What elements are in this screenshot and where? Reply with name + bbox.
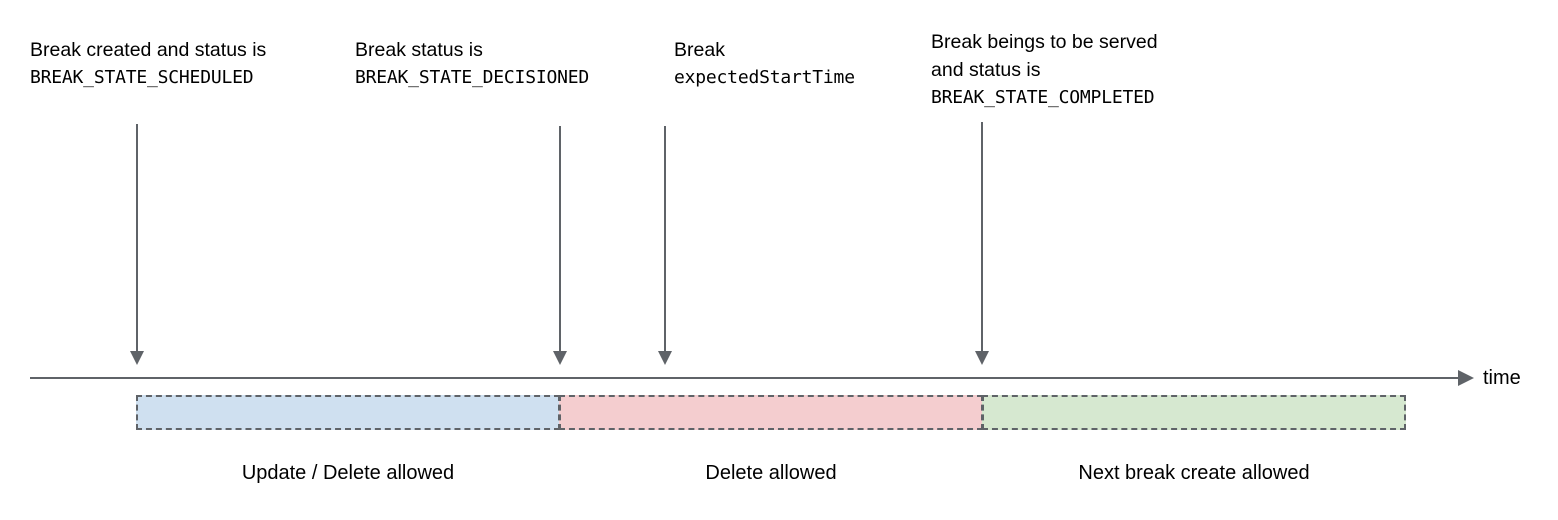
annotation-break-completed: Break beings to be served and status is … [931, 28, 1158, 112]
annotation-break-created: Break created and status is BREAK_STATE_… [30, 36, 266, 92]
time-axis-label: time [1483, 367, 1521, 389]
annotation-break-decisioned: Break status is BREAK_STATE_DECISIONED [355, 36, 589, 92]
phase-bar-next-break-create [982, 395, 1406, 430]
annotation-break-expected-start: Break expectedStartTime [674, 36, 855, 92]
annotation-line-state: BREAK_STATE_SCHEDULED [30, 67, 254, 88]
time-axis-line [30, 377, 1470, 379]
phase-bar-delete-only [559, 395, 983, 430]
connector-arrow-down-icon [136, 124, 138, 352]
annotation-line-text: and status is [931, 59, 1041, 81]
annotation-line-text: Break status is [355, 39, 483, 61]
annotation-line-text: Break beings to be served [931, 31, 1158, 53]
phase-caption-update-delete: Update / Delete allowed [241, 462, 455, 484]
annotation-line-state: BREAK_STATE_COMPLETED [931, 87, 1155, 108]
phase-caption-next-break-create: Next break create allowed [1078, 462, 1310, 484]
annotation-line-state: BREAK_STATE_DECISIONED [355, 67, 590, 88]
annotation-line-state: expectedStartTime [674, 67, 855, 88]
annotation-line-text: Break [674, 39, 725, 61]
annotation-line-text: Break created and status is [30, 39, 267, 61]
connector-arrow-down-icon [981, 122, 983, 352]
time-axis-arrow-right-icon [1458, 370, 1474, 386]
connector-arrow-down-icon [559, 126, 561, 352]
phase-caption-delete-only: Delete allowed [705, 462, 837, 484]
connector-arrow-down-icon [664, 126, 666, 352]
phase-bar-update-delete [136, 395, 560, 430]
